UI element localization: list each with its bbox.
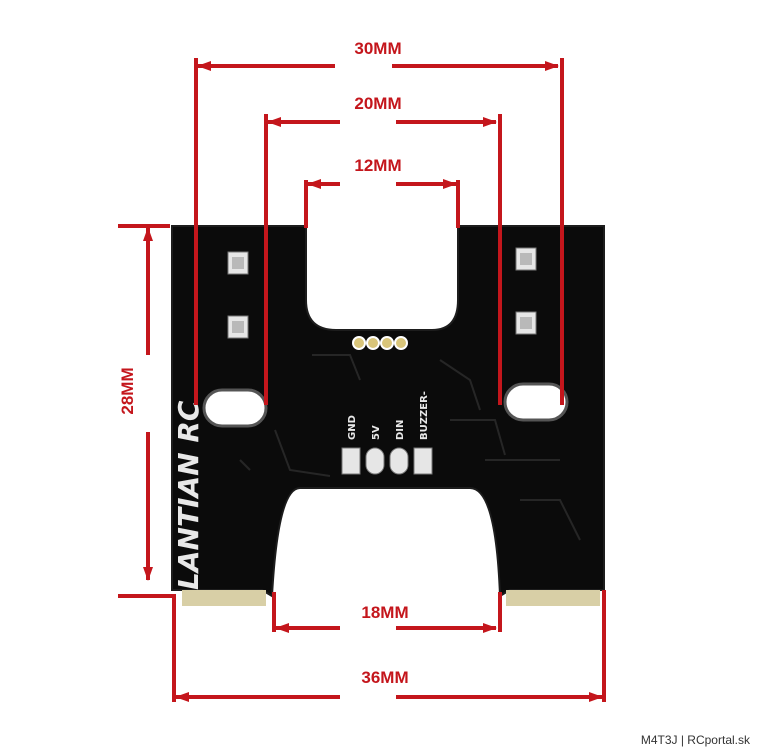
traces	[239, 354, 581, 541]
bottom-pad-right	[506, 590, 600, 606]
pcb-board: GND 5V DIN BUZZER- LANTIAN RC	[171, 225, 605, 606]
pin-label-gnd: GND	[347, 415, 358, 440]
watermark-text: M4T3J | RCportal.sk	[640, 733, 750, 747]
pin-label-din: DIN	[395, 420, 406, 440]
mounting-slot-left	[202, 388, 268, 428]
dimension-label-20mm: 20MM	[354, 94, 401, 113]
extension-lines	[118, 58, 606, 702]
dimension-label-30mm: 30MM	[354, 39, 401, 58]
brand-logo: LANTIAN RC	[172, 400, 205, 590]
dimension-label-12mm: 12MM	[354, 156, 401, 175]
pin-label-5v: 5V	[371, 425, 382, 440]
dimension-arrows	[143, 61, 603, 702]
dimension-label-28mm: 28MM	[118, 367, 137, 414]
pin-label-buzzer: BUZZER-	[419, 391, 430, 440]
led-group	[227, 247, 537, 339]
dimension-label-36mm: 36MM	[361, 668, 408, 687]
top-contacts	[352, 336, 408, 350]
bottom-pad-left	[182, 590, 266, 606]
pin-pads	[341, 447, 433, 475]
dimension-label-18mm: 18MM	[361, 603, 408, 622]
mounting-slot-right	[503, 382, 569, 422]
